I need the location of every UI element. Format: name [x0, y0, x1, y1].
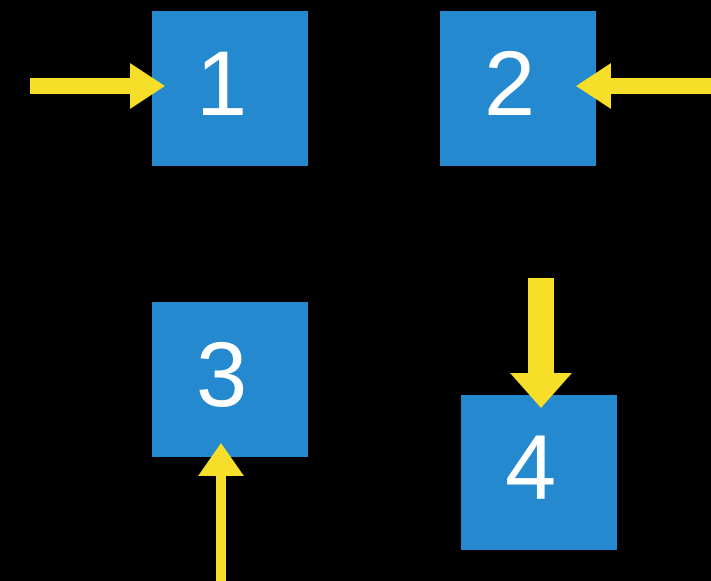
node-label-1: 1: [196, 33, 248, 135]
node-label-2: 2: [484, 33, 536, 135]
node-box-3[interactable]: [152, 302, 308, 457]
node-label-3: 3: [196, 324, 248, 426]
arrow-left-shape: [576, 63, 711, 109]
node-box-2[interactable]: [440, 11, 596, 166]
arrow-down-icon: [510, 278, 572, 408]
arrow-down-shape: [510, 278, 572, 408]
node-box-4[interactable]: [461, 395, 617, 550]
node-label-4: 4: [505, 417, 557, 519]
arrow-up-shape: [198, 443, 244, 581]
node-box-1[interactable]: [152, 11, 308, 166]
arrow-right-icon: [30, 63, 165, 109]
arrow-up-icon: [198, 443, 244, 581]
arrow-right-shape: [30, 63, 165, 109]
arrow-left-icon: [576, 63, 711, 109]
